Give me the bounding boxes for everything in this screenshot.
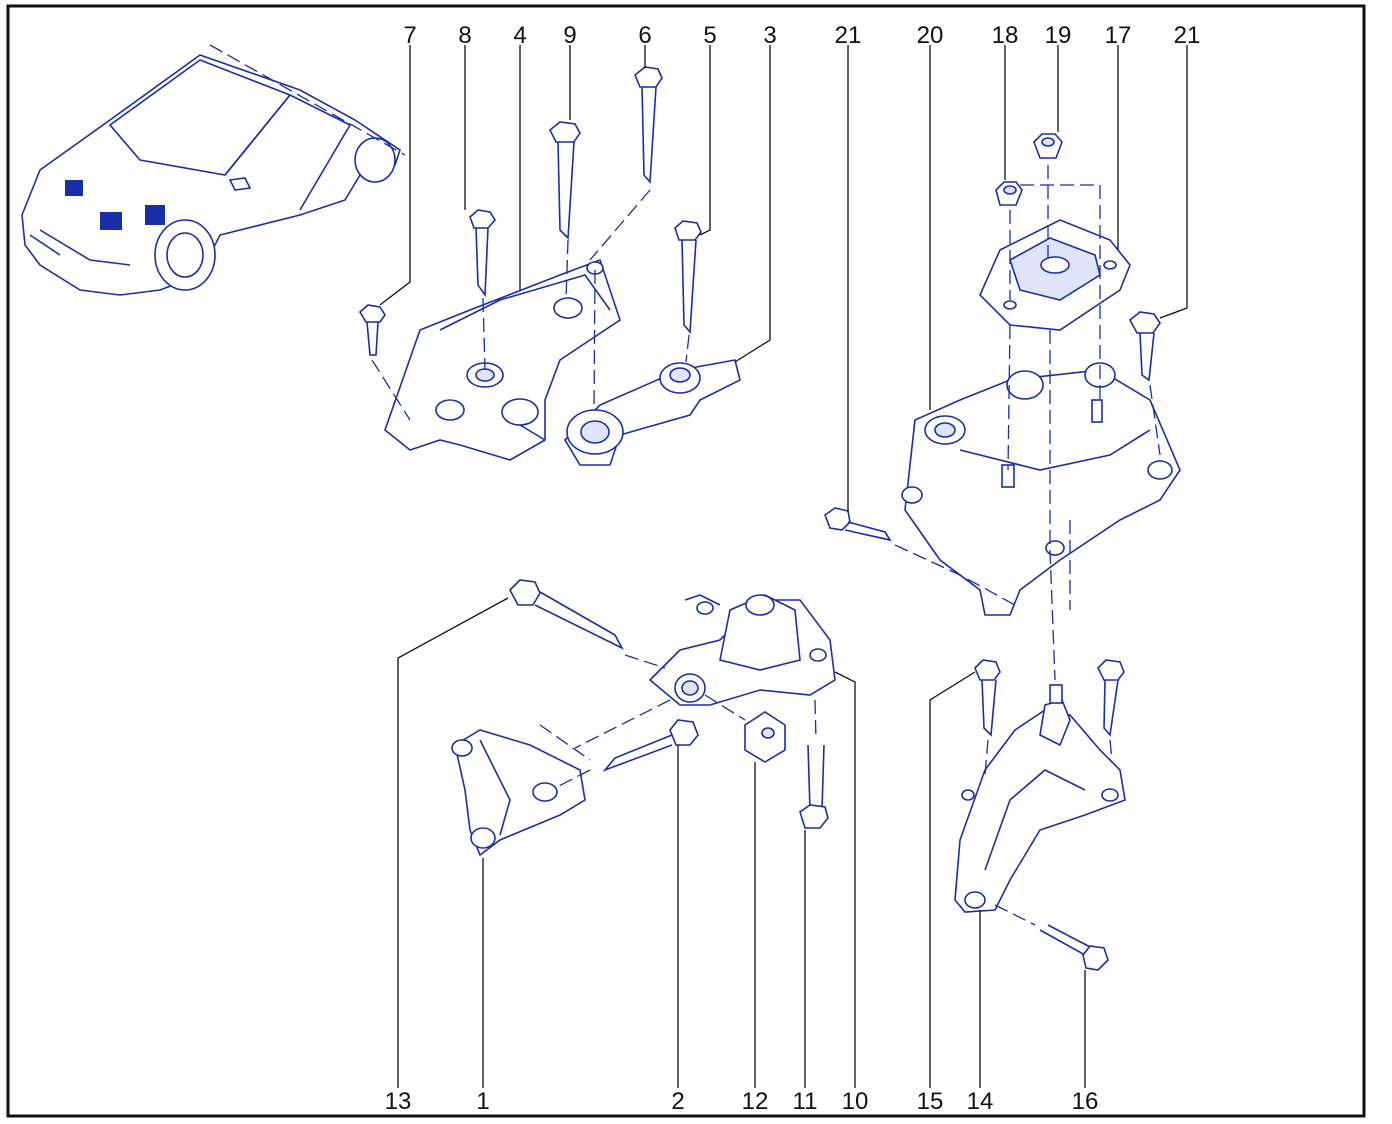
callout-19: 19 [1044, 22, 1072, 49]
callout-15: 15 [916, 1088, 944, 1115]
callout-10: 10 [841, 1088, 869, 1115]
bracket-icon [451, 729, 586, 857]
bracket-icon [901, 362, 1181, 616]
callout-11: 11 [792, 1088, 818, 1115]
mount-icon [563, 359, 741, 466]
callout-3: 3 [763, 22, 777, 49]
mount-icon [648, 594, 836, 706]
bolt-icon [1128, 311, 1161, 382]
callout-1: 1 [476, 1088, 490, 1115]
bracket-icon [954, 684, 1126, 913]
callout-20: 20 [916, 22, 944, 49]
bolt-icon [358, 66, 702, 356]
bolt-icon [824, 507, 892, 542]
callout-9: 9 [563, 22, 577, 49]
mount-icon [979, 219, 1131, 331]
callout-14: 14 [966, 1088, 994, 1115]
callout-16: 16 [1071, 1088, 1099, 1115]
bolt-icon [602, 719, 699, 772]
callout-21-left: 21 [834, 22, 862, 49]
nut-icon [995, 133, 1063, 206]
callout-8: 8 [458, 22, 472, 49]
callout-21-right: 21 [1173, 22, 1201, 49]
callout-18: 18 [991, 22, 1019, 49]
callout-2: 2 [671, 1088, 685, 1115]
callout-17: 17 [1104, 22, 1132, 49]
bolt-icon [509, 579, 624, 650]
callout-5: 5 [703, 22, 717, 49]
callout-7: 7 [403, 22, 417, 49]
bolt-icon [799, 744, 829, 829]
callout-6: 6 [638, 22, 652, 49]
callout-4: 4 [513, 22, 527, 49]
callout-12: 12 [741, 1088, 769, 1115]
bolt-icon [974, 659, 1125, 971]
car-icon [21, 44, 406, 296]
nut-icon [744, 711, 786, 763]
callout-13: 13 [384, 1088, 412, 1115]
frame-border [6, 4, 1366, 1118]
bracket-icon [384, 258, 621, 461]
